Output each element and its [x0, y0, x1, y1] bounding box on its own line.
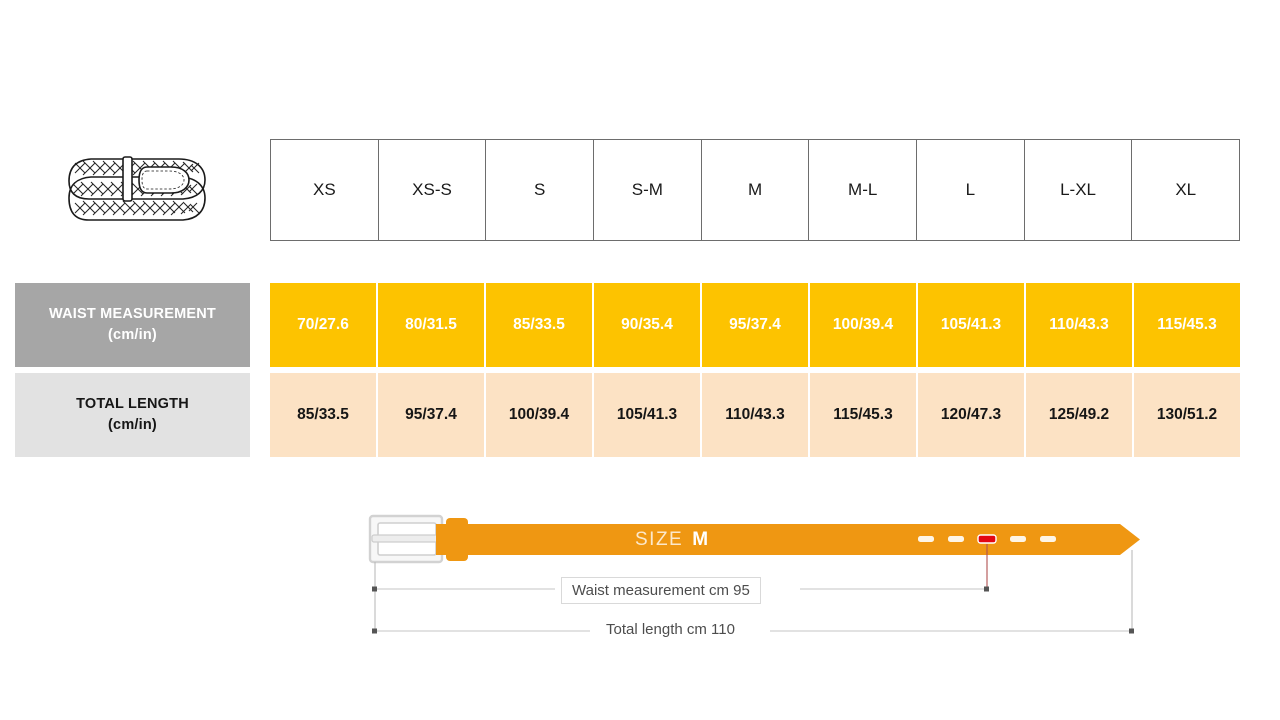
waist-value-cell: 95/37.4	[702, 283, 808, 367]
waist-value-cell: 70/27.6	[270, 283, 376, 367]
total-length-label-text: TOTAL LENGTH	[76, 395, 189, 412]
waist-value-cells: 70/27.6 80/31.5 85/33.5 90/35.4 95/37.4 …	[270, 283, 1240, 367]
belt-hole-4	[1010, 536, 1026, 542]
waist-value-cell: 110/43.3	[1026, 283, 1132, 367]
belt-size-value: M	[692, 529, 709, 550]
belt-hole-5	[1040, 536, 1056, 542]
waist-value-cell: 100/39.4	[810, 283, 916, 367]
belt-size-prefix: SIZE	[635, 529, 684, 550]
total-length-value-cell: 100/39.4	[486, 373, 592, 457]
waist-value-cell: 105/41.3	[918, 283, 1024, 367]
waist-measurement-row: WAIST MEASUREMENT (cm/in) 70/27.6 80/31.…	[15, 283, 1240, 367]
waist-dimension-label: Waist measurement cm 95	[561, 577, 761, 604]
waist-label-text: WAIST MEASUREMENT	[49, 305, 216, 322]
total-length-value-cell: 115/45.3	[810, 373, 916, 457]
size-header-cell: S	[486, 140, 595, 240]
total-length-label: TOTAL LENGTH (cm/in)	[15, 373, 250, 457]
size-header-cell: XS	[271, 140, 379, 240]
total-length-value-cell: 120/47.3	[918, 373, 1024, 457]
total-length-value-cell: 125/49.2	[1026, 373, 1132, 457]
size-header-cell: M	[702, 140, 810, 240]
size-header-cell: XS-S	[379, 140, 487, 240]
total-length-value-cell: 95/37.4	[378, 373, 484, 457]
waist-measurement-label: WAIST MEASUREMENT (cm/in)	[15, 283, 250, 367]
belt-strap	[436, 524, 1140, 555]
total-length-value-cells: 85/33.5 95/37.4 100/39.4 105/41.3 110/43…	[270, 373, 1240, 457]
waist-label-unit: (cm/in)	[108, 327, 157, 343]
braided-belt-icon	[68, 156, 206, 221]
total-length-value-cell: 110/43.3	[702, 373, 808, 457]
total-length-value-cell: 85/33.5	[270, 373, 376, 457]
belt-size-annotation: SIZE M	[635, 529, 709, 551]
size-header-cell: M-L	[809, 140, 918, 240]
belt-hole-1	[918, 536, 934, 542]
size-header-cell: XL	[1175, 180, 1197, 199]
total-length-dimension-label: Total length cm 110	[598, 619, 743, 640]
waist-value-cell: 80/31.5	[378, 283, 484, 367]
total-length-value-cell: 105/41.3	[594, 373, 700, 457]
size-header-table: XS XS-S S S-M M M-L L L-XL XL	[270, 139, 1240, 241]
total-length-dimension-line	[372, 628, 1134, 634]
total-length-value-cell: 130/51.2	[1134, 373, 1240, 457]
total-length-row: TOTAL LENGTH (cm/in) 85/33.5 95/37.4 100…	[15, 373, 1240, 457]
belt-hole-2	[948, 536, 964, 542]
waist-value-cell: 90/35.4	[594, 283, 700, 367]
size-header-cell: S-M	[594, 140, 702, 240]
waist-value-cell: 85/33.5	[486, 283, 592, 367]
belt-dimension-diagram	[368, 514, 1140, 634]
belt-hole-3-active	[977, 534, 997, 544]
size-header-cell: L	[917, 140, 1025, 240]
size-header-cell: L-XL	[1025, 140, 1133, 240]
belt-keeper-loop	[446, 518, 468, 561]
total-length-label-unit: (cm/in)	[108, 417, 157, 433]
waist-value-cell: 115/45.3	[1134, 283, 1240, 367]
waist-dimension-line	[372, 586, 989, 592]
